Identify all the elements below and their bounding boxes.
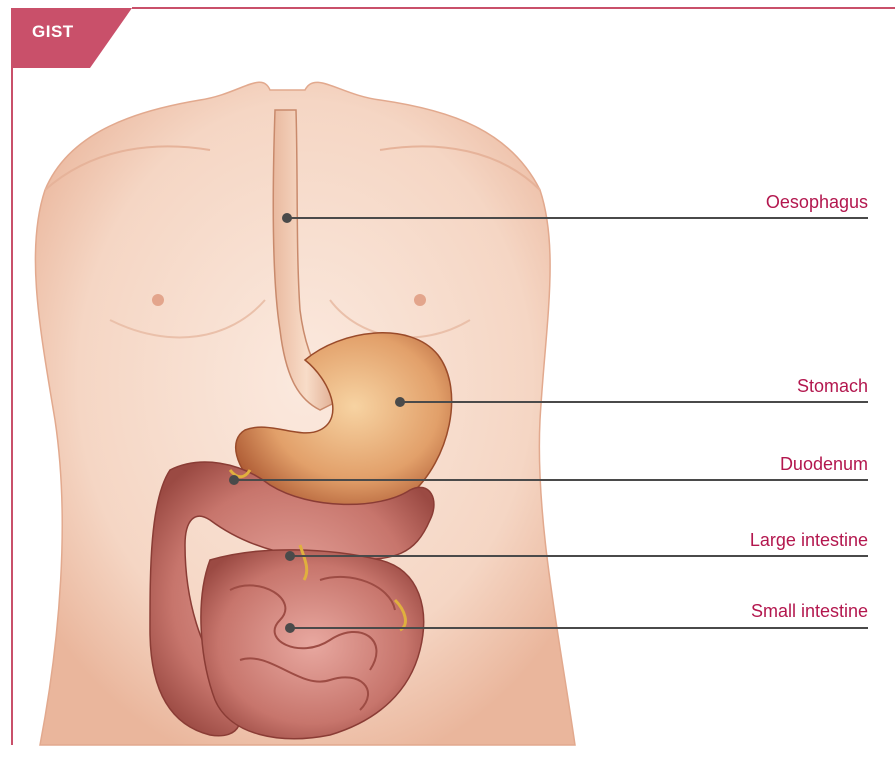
dot-stomach	[395, 397, 405, 407]
label-large-intestine: Large intestine	[750, 530, 868, 551]
left-nipple	[152, 294, 164, 306]
dot-duodenum	[229, 475, 239, 485]
label-stomach: Stomach	[797, 376, 868, 397]
label-oesophagus: Oesophagus	[766, 192, 868, 213]
right-nipple	[414, 294, 426, 306]
gist-tag-label: GIST	[32, 22, 74, 42]
dot-large-intestine	[285, 551, 295, 561]
label-small-intestine: Small intestine	[751, 601, 868, 622]
dot-small-intestine	[285, 623, 295, 633]
dot-oesophagus	[282, 213, 292, 223]
label-duodenum: Duodenum	[780, 454, 868, 475]
